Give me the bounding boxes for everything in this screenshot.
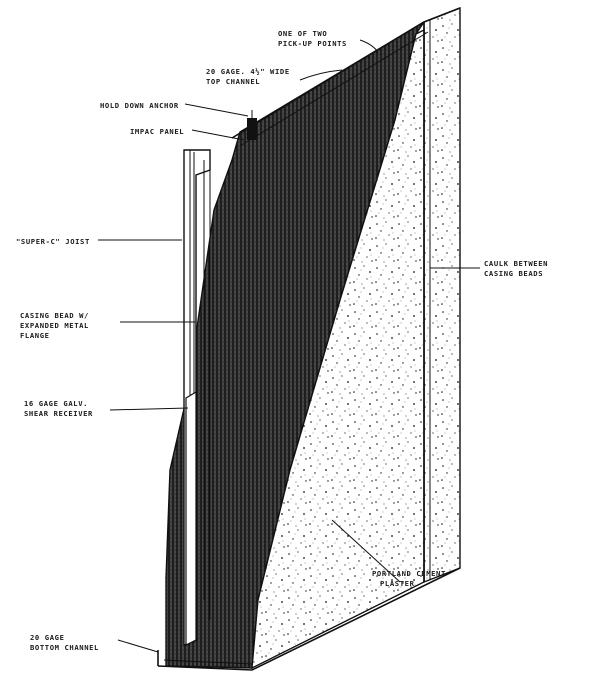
leaders (98, 39, 480, 653)
bottom-channel (157, 567, 461, 671)
label-caulk: CAULK BETWEEN CASING BEADS (484, 259, 553, 278)
label-bottom-channel: 20 GAGE BOTTOM CHANNEL (30, 633, 99, 652)
label-plaster: PORTLAND CEMENT PLASTER (372, 569, 451, 588)
label-hold-down-anchor: HOLD DOWN ANCHOR (100, 101, 179, 110)
panel-side-face (423, 6, 461, 584)
label-impac-panel: IMPAC PANEL (130, 127, 184, 136)
label-top-channel: 20 GAGE. 4½" WIDE TOP CHANNEL (206, 67, 295, 86)
label-casing-bead: CASING BEAD W/ EXPANDED METAL FLANGE (20, 311, 94, 340)
top-channel-edge (231, 7, 461, 139)
label-super-c-joist: "SUPER-C" JOIST (16, 237, 90, 246)
shear-receiver (185, 390, 197, 646)
label-pickup-points: ONE OF TWO PICK-UP POINTS (278, 29, 347, 48)
top-channel-inner-edge (239, 31, 429, 147)
label-shear-receiver: 16 GAGE GALV. SHEAR RECEIVER (24, 399, 93, 418)
hold-down-anchor (247, 110, 257, 140)
